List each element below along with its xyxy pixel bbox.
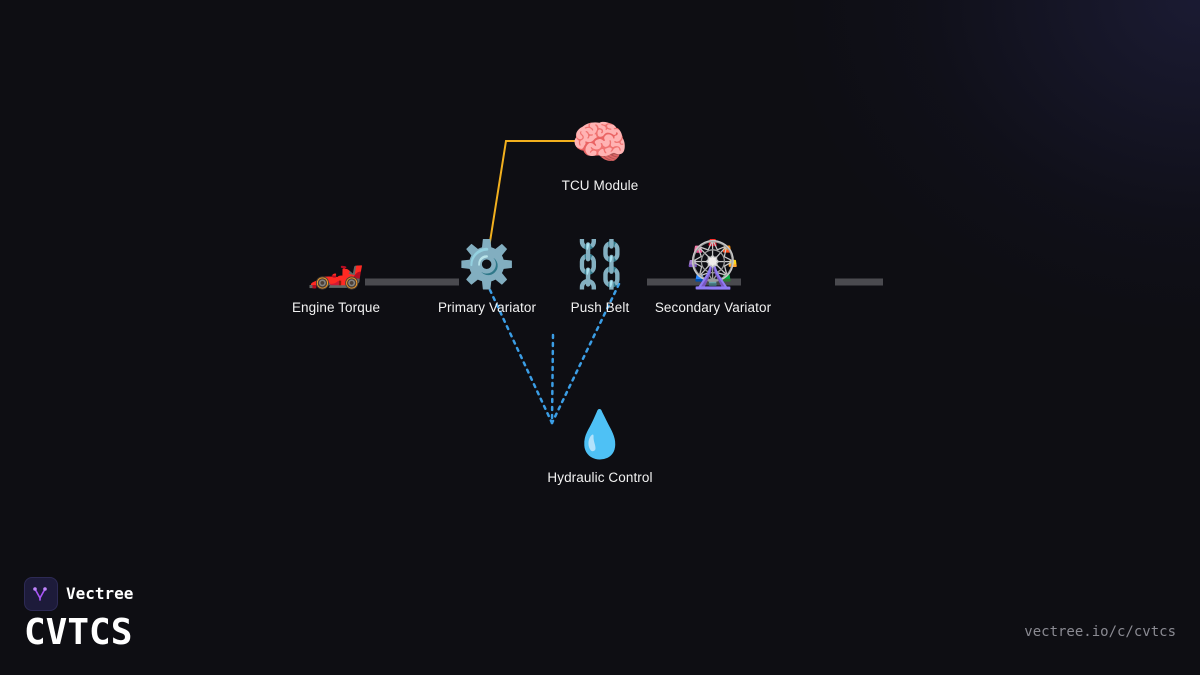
page-title: CVTCS <box>24 612 133 653</box>
node-label: TCU Module <box>561 178 639 193</box>
race-car-icon: 🏎️ <box>307 237 365 291</box>
link-primary-to-hydraulic <box>488 288 554 425</box>
droplet-icon: 💧 <box>571 407 629 461</box>
page-url[interactable]: vectree.io/c/cvtcs <box>1024 624 1176 640</box>
node-label: Secondary Variator <box>654 300 772 315</box>
chain-icon: ⛓️ <box>571 237 629 291</box>
node-secondary-variator[interactable]: 🎡 Secondary Variator <box>623 236 803 315</box>
node-label: Primary Variator <box>437 300 537 315</box>
brand-name: Vectree <box>66 584 134 603</box>
ferris-wheel-icon: 🎡 <box>684 237 742 291</box>
node-label: Push Belt <box>570 300 630 315</box>
node-engine-torque[interactable]: 🏎️ Engine Torque <box>246 236 426 315</box>
link-belt-to-hydraulic-b <box>550 282 621 425</box>
link-primary-to-tcu <box>488 140 578 249</box>
gear-icon: ⚙️ <box>458 237 516 291</box>
node-primary-variator[interactable]: ⚙️ Primary Variator <box>397 236 577 315</box>
vectree-logo-icon <box>24 577 58 611</box>
brain-icon: 🧠 <box>571 115 629 169</box>
node-label: Engine Torque <box>291 300 381 315</box>
link-belt-to-hydraulic-a <box>550 333 555 425</box>
node-tcu-module[interactable]: 🧠 TCU Module <box>510 114 690 193</box>
node-label: Hydraulic Control <box>547 470 653 485</box>
node-push-belt[interactable]: ⛓️ Push Belt <box>510 236 690 315</box>
node-hydraulic-control[interactable]: 💧 Hydraulic Control <box>510 406 690 485</box>
